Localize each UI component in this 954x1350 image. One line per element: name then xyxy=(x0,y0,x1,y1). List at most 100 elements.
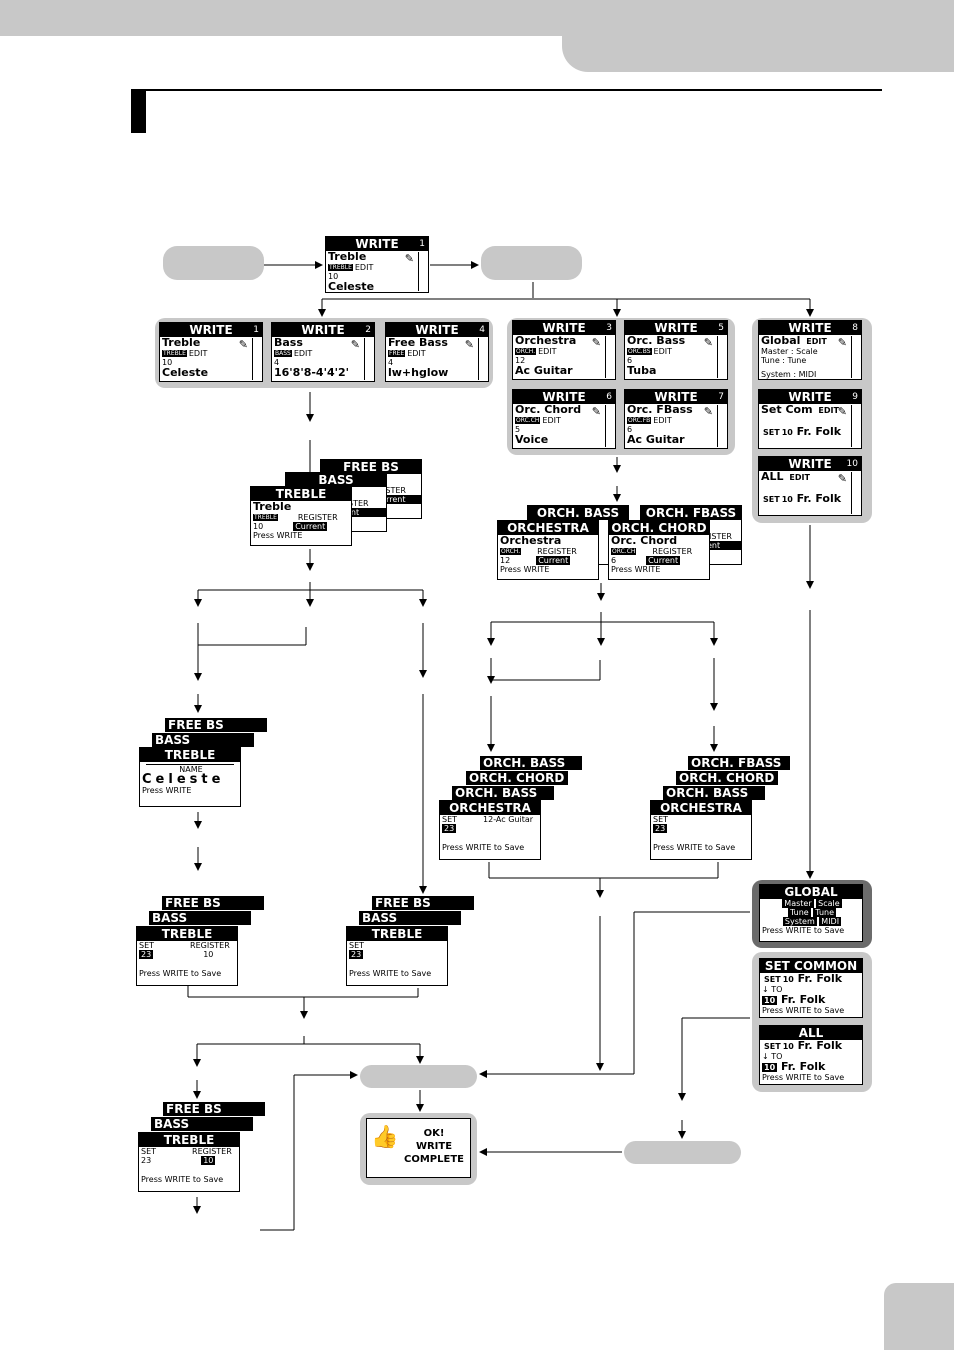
set-reg2-free-bs: FREE BS xyxy=(372,896,474,910)
scrollbar[interactable] xyxy=(478,338,487,380)
edit-label: EDIT xyxy=(354,263,374,272)
set-number[interactable]: 23 xyxy=(442,824,457,833)
header-tab xyxy=(562,0,954,72)
screen-title: TREBLE xyxy=(139,1133,239,1147)
target-set-number[interactable]: 10 xyxy=(762,996,778,1005)
section-name: Orc. Chord xyxy=(515,403,582,416)
scrollbar[interactable] xyxy=(717,336,726,378)
current-fragment: urrent xyxy=(379,495,421,504)
target-set-number[interactable]: 10 xyxy=(762,1063,778,1072)
register-label-fragment: ISTER xyxy=(383,486,406,495)
press-write-hint: Press WRITE to Save xyxy=(653,843,736,852)
register-name: Tuba xyxy=(627,364,657,377)
screen-title: WRITE xyxy=(542,321,586,335)
section-name: Orchestra xyxy=(515,334,577,347)
page-number: 4 xyxy=(479,325,485,335)
set-number: 23 xyxy=(141,1156,152,1165)
section-name: Orchestra xyxy=(500,534,562,547)
scrollbar[interactable] xyxy=(364,338,373,380)
page-number: 5 xyxy=(718,323,724,333)
to-label: TO xyxy=(771,1052,783,1061)
global-param: Scale xyxy=(796,347,818,356)
set-name: Fr. Folk xyxy=(796,425,842,438)
screen-title: WRITE xyxy=(189,323,233,337)
section-name: Global xyxy=(761,334,801,347)
name-screen-bass: BASS xyxy=(152,733,254,747)
edit-label: EDIT xyxy=(542,416,561,425)
scrollbar[interactable] xyxy=(851,405,860,447)
execute-oval-global xyxy=(624,1141,741,1164)
set-number[interactable]: 23 xyxy=(139,950,154,959)
thumbs-up-icon: 👍 xyxy=(371,1125,399,1150)
pen-icon: ✎ xyxy=(837,405,847,418)
set-number[interactable]: 23 xyxy=(349,950,364,959)
section-name: Treble xyxy=(162,336,201,349)
section-chip: ORC.CH xyxy=(611,548,637,555)
set-screen-orch-chord: ORCH. CHORD xyxy=(466,771,568,785)
write-complete-screen: 👍 OK! WRITE COMPLETE xyxy=(366,1118,471,1178)
name-screen-free-bs: FREE BS xyxy=(165,718,267,732)
global-param[interactable]: Master xyxy=(782,899,814,908)
press-write-hint: Press WRITE xyxy=(611,565,661,574)
scrollbar[interactable] xyxy=(605,336,614,378)
register-number: 4 xyxy=(388,358,394,367)
page-number: 1 xyxy=(419,239,425,249)
global-param[interactable]: MIDI xyxy=(819,917,842,926)
section-chip: ORC.CH xyxy=(515,417,541,424)
section-name: Orc. FBass xyxy=(627,403,693,416)
set-label: SET xyxy=(653,815,669,824)
scrollbar[interactable] xyxy=(851,336,860,378)
edit-label: EDIT xyxy=(407,349,426,358)
register-name: Celeste xyxy=(328,280,375,293)
set-number[interactable]: 23 xyxy=(653,824,668,833)
current-value[interactable]: Current xyxy=(536,556,571,565)
scrollbar[interactable] xyxy=(605,405,614,447)
current-fragment: ent xyxy=(705,541,741,550)
section-chip: FREE xyxy=(388,350,406,357)
pen-icon: ✎ xyxy=(837,472,847,485)
edit-label: EDIT xyxy=(818,406,839,415)
edit-label: EDIT xyxy=(789,473,810,482)
scrollbar[interactable] xyxy=(717,405,726,447)
pen-icon: ✎ xyxy=(350,338,360,351)
set-label: SET xyxy=(763,428,780,437)
register-number[interactable]: 10 xyxy=(201,1156,216,1165)
global-param[interactable]: Scale xyxy=(816,899,842,908)
set-number: 10 xyxy=(781,428,793,437)
screen-title: FREE BS xyxy=(321,460,421,474)
set-screen-orch-bass-3: ORCH. BASS xyxy=(663,786,765,800)
register-name: lw+hglow xyxy=(388,366,449,379)
screen-title: TREBLE xyxy=(347,927,447,941)
pen-icon: ✎ xyxy=(404,252,414,265)
set-screen-orch-bass: ORCH. BASS xyxy=(480,756,582,770)
screen-title: ORCH. BASS xyxy=(528,506,628,520)
section-rule xyxy=(131,89,882,91)
set-reg2-bass: BASS xyxy=(359,911,461,925)
pen-icon: ✎ xyxy=(591,405,601,418)
section-name: Set Com xyxy=(761,403,813,416)
scrollbar[interactable] xyxy=(851,472,860,514)
register-label: REGISTER xyxy=(192,1147,232,1156)
name-input[interactable]: Celeste xyxy=(142,772,225,787)
global-param[interactable]: System xyxy=(782,917,817,926)
global-param[interactable]: Tune xyxy=(787,908,811,917)
current-value[interactable]: Current xyxy=(646,556,681,565)
register-label-fragment: ISTER xyxy=(709,532,732,541)
register-name: Ac Guitar xyxy=(627,433,685,446)
section-chip: ORCH. xyxy=(515,348,537,355)
edit-label: EDIT xyxy=(188,349,208,358)
current-value[interactable]: Current xyxy=(293,522,328,531)
scrollbar[interactable] xyxy=(252,338,261,380)
global-param[interactable]: Tune xyxy=(813,908,836,917)
edit-label: EDIT xyxy=(653,416,672,425)
scrollbar[interactable] xyxy=(418,252,427,291)
